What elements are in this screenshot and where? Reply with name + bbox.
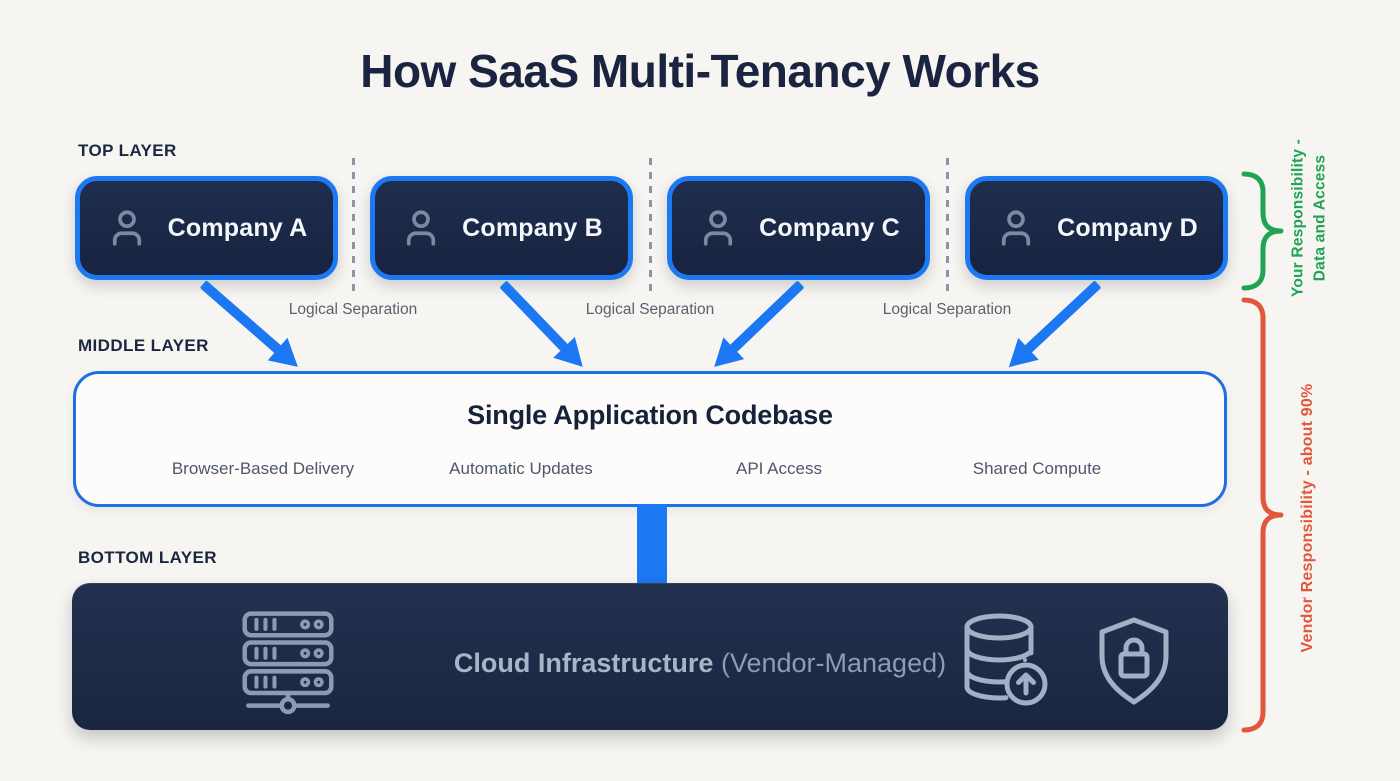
codebase-features: Browser-Based Delivery Automatic Updates…: [76, 459, 1224, 479]
company-d-card: Company D: [965, 176, 1228, 280]
company-name: Company D: [1057, 213, 1198, 242]
logical-separation-label: Logical Separation: [288, 301, 418, 318]
customer-responsibility-label: Your Responsibility - Data and Access: [1289, 138, 1329, 298]
company-c-card: Company C: [667, 176, 930, 280]
shield-lock-icon: [1099, 617, 1169, 705]
user-icon: [407, 210, 436, 246]
feature-automatic-updates: Automatic Updates: [449, 459, 593, 478]
flow-arrow-company-b: [499, 280, 594, 378]
company-a-card: Company A: [75, 176, 338, 280]
vendor-responsibility-label: Vendor Responsibility - about 90%: [1299, 383, 1316, 653]
codebase-heading: Single Application Codebase: [467, 400, 833, 430]
flow-arrow-company-a: [199, 280, 308, 379]
page-title: How SaaS Multi-Tenancy Works: [360, 45, 1040, 97]
company-name: Company B: [462, 213, 603, 242]
application-codebase-box: Single Application Codebase Browser-Base…: [73, 371, 1227, 507]
flow-arrow-company-d: [998, 280, 1102, 379]
flow-arrow-company-c: [703, 280, 805, 378]
bottom-layer-label: BOTTOM LAYER: [78, 548, 217, 567]
feature-api-access: API Access: [736, 459, 822, 478]
user-icon: [704, 210, 733, 246]
database-upload-icon: [964, 613, 1048, 706]
infrastructure-title: Cloud Infrastructure (Vendor-Managed): [0, 648, 1400, 679]
logical-separation-label: Logical Separation: [882, 301, 1012, 318]
feature-shared-compute: Shared Compute: [972, 459, 1102, 478]
infrastructure-name: Cloud Infrastructure: [453, 648, 714, 678]
server-rack-icon: [242, 611, 334, 715]
infrastructure-suffix: (Vendor-Managed): [720, 648, 947, 678]
separator-line: [946, 158, 949, 294]
central-arrow-shaft: [637, 504, 667, 598]
separator-line: [649, 158, 652, 294]
company-b-card: Company B: [370, 176, 633, 280]
separator-line: [352, 158, 355, 294]
company-name: Company C: [759, 213, 900, 242]
user-icon: [112, 210, 141, 246]
customer-brace: [1241, 171, 1284, 291]
user-icon: [1002, 210, 1031, 246]
middle-layer-label: MIDDLE LAYER: [78, 336, 209, 355]
top-layer-label: TOP LAYER: [78, 141, 177, 160]
company-name: Company A: [167, 213, 308, 242]
logical-separation-label: Logical Separation: [585, 301, 715, 318]
feature-browser-delivery: Browser-Based Delivery: [171, 459, 355, 478]
